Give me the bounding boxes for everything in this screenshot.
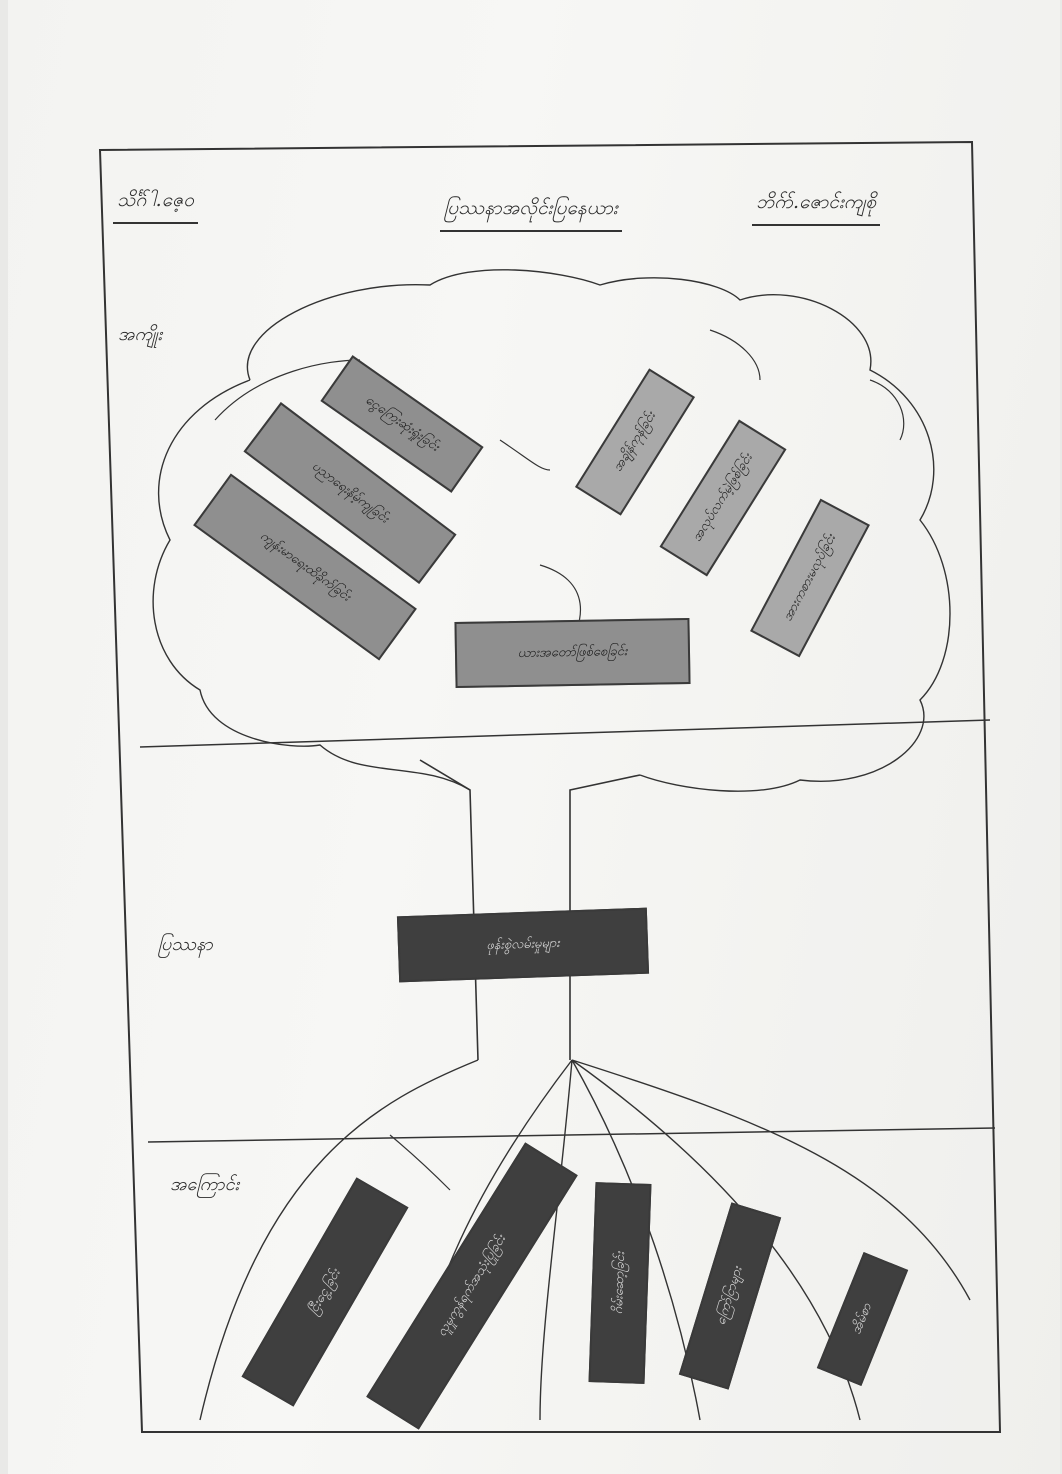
page-frame: [98, 140, 1002, 1433]
divider-effects-problem: [139, 719, 991, 748]
effect-box: ယားအတော်ဖြစ်စေခြင်း: [454, 617, 691, 689]
header-title: ပြဿနာအလိုင်းပြနေယား: [440, 196, 622, 232]
effects-label: အကျိုး: [118, 324, 163, 345]
tree-roots: [199, 1059, 971, 1421]
header-name: သိင်္ဂါ်.ဇေ့ဝ: [113, 188, 198, 224]
tree-canopy: [152, 269, 951, 792]
problem-label: ပြဿနာ: [158, 934, 213, 955]
header-subject: ဘိဂ်ာ်.ဇောင်းကျစို: [752, 190, 881, 226]
root-diagonal: [389, 1134, 451, 1191]
divider-problem-causes: [147, 1127, 996, 1143]
canopy-inner-curve: [499, 439, 551, 471]
canopy-inner-curve: [709, 329, 761, 381]
canopy-inner-curve: [869, 379, 905, 441]
cause-box: ဂိမ်းဆော့ခြင်း: [588, 1182, 652, 1384]
causes-label: အကြောင်း: [170, 1174, 240, 1195]
problem-box: ဖုန်းစွဲလမ်းမှုများ: [396, 907, 650, 983]
